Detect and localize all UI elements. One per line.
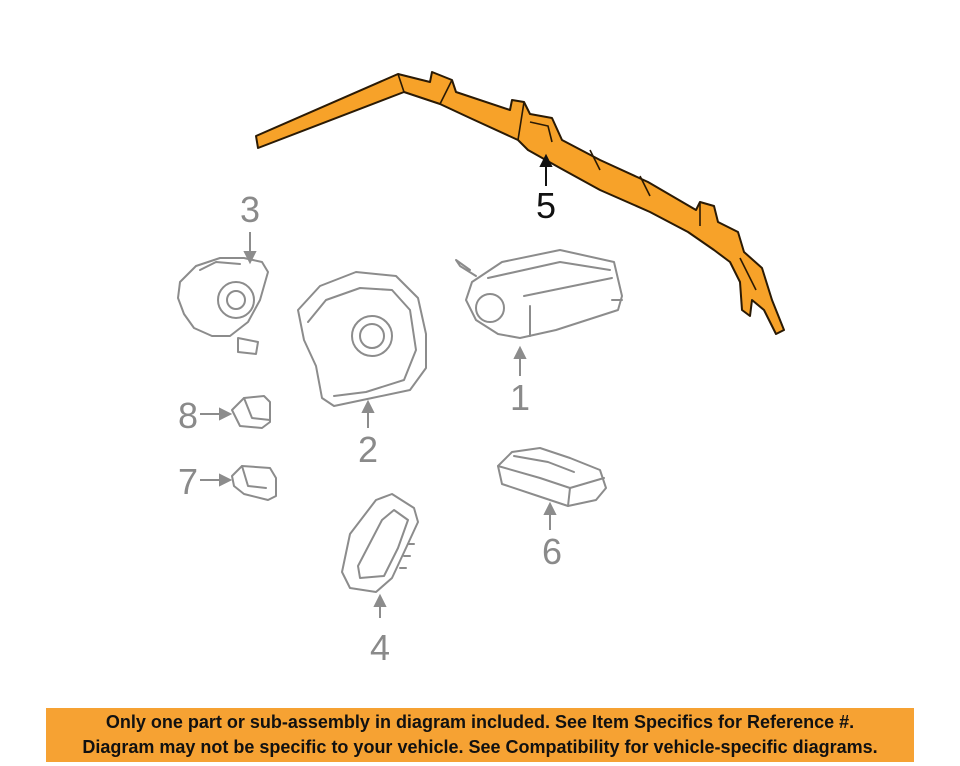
part-7-sensor: [231, 465, 277, 501]
svg-text:3: 3: [240, 189, 260, 230]
disclaimer-line-1: Only one part or sub-assembly in diagram…: [105, 712, 855, 732]
callout-2: 2: [358, 399, 378, 470]
svg-text:8: 8: [178, 395, 198, 436]
parts-diagram: 5 3 2 1: [177, 71, 785, 668]
svg-text:6: 6: [542, 531, 562, 572]
svg-text:5: 5: [536, 185, 556, 226]
callout-5: 5: [536, 153, 556, 226]
part-1-passenger-airbag: [455, 249, 623, 339]
svg-text:7: 7: [178, 461, 198, 502]
part-5-curtain-airbag: [255, 71, 785, 335]
svg-text:4: 4: [370, 627, 390, 668]
svg-text:2: 2: [358, 429, 378, 470]
part-2-driver-airbag: [297, 271, 427, 407]
part-6-control-module: [497, 447, 607, 507]
callout-6: 6: [542, 501, 562, 572]
part-3-clock-spring: [177, 257, 269, 355]
svg-text:1: 1: [510, 377, 530, 418]
callout-1: 1: [510, 345, 530, 418]
callout-3: 3: [240, 189, 260, 265]
callout-7: 7: [178, 461, 233, 502]
part-8-sensor: [231, 395, 271, 429]
disclaimer-line-2: Diagram may not be specific to your vehi…: [82, 737, 878, 757]
part-4-knee-airbag: [341, 493, 419, 593]
callout-8: 8: [178, 395, 233, 436]
callout-4: 4: [370, 593, 390, 668]
disclaimer-banner: Only one part or sub-assembly in diagram…: [46, 708, 914, 762]
